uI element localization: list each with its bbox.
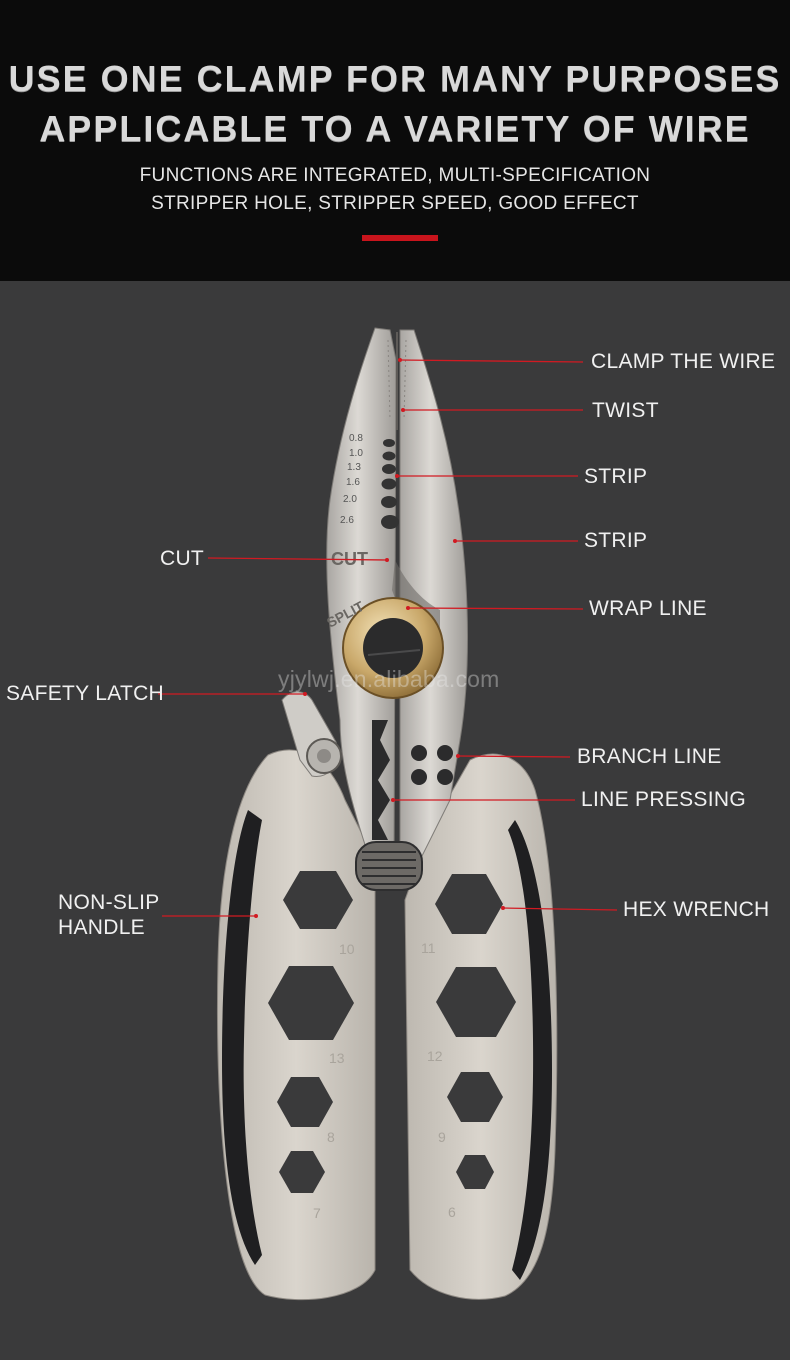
hex-size-9: 9 bbox=[438, 1129, 446, 1145]
strip-size-5: 2.6 bbox=[340, 515, 354, 526]
hex-hole-11 bbox=[435, 874, 503, 934]
hex-hole-12 bbox=[436, 967, 516, 1037]
strip-size-0: 0.8 bbox=[349, 433, 363, 444]
callout-strip-1: STRIP bbox=[584, 465, 648, 488]
strip-size-2: 1.3 bbox=[347, 462, 361, 473]
plier-head bbox=[281, 327, 468, 891]
hex-size-11: 11 bbox=[421, 940, 436, 956]
callout-branch-line: BRANCH LINE bbox=[577, 745, 722, 768]
hex-hole-10 bbox=[283, 871, 353, 929]
strip-size-labels: 0.8 1.0 1.3 1.6 2.0 2.6 bbox=[340, 433, 363, 526]
callout-hex-wrench: HEX WRENCH bbox=[623, 898, 770, 921]
hex-hole-8 bbox=[277, 1077, 333, 1127]
subtitle-line-1: FUNCTIONS ARE INTEGRATED, MULTI-SPECIFIC… bbox=[139, 165, 651, 186]
callout-strip-2: STRIP bbox=[584, 529, 648, 552]
hex-size-labels: 10 13 8 7 11 12 9 6 bbox=[313, 940, 456, 1221]
left-handle bbox=[217, 749, 376, 1301]
subtitle-line-2: STRIPPER HOLE, STRIPPER SPEED, GOOD EFFE… bbox=[151, 193, 639, 214]
right-handle bbox=[404, 753, 558, 1300]
headline-line-1: USE ONE CLAMP FOR MANY PURPOSES bbox=[8, 58, 782, 99]
hex-size-13: 13 bbox=[329, 1050, 345, 1066]
hex-size-12: 12 bbox=[427, 1048, 443, 1064]
right-grip bbox=[508, 820, 552, 1280]
hex-hole-7 bbox=[279, 1151, 325, 1193]
strip-size-3: 1.6 bbox=[346, 477, 360, 488]
strip-size-4: 2.0 bbox=[343, 494, 357, 505]
callout-clamp-the-wire: CLAMP THE WIRE bbox=[591, 350, 776, 373]
callout-twist: TWIST bbox=[592, 399, 659, 422]
hex-hole-13 bbox=[268, 966, 354, 1040]
callout-line-pressing: LINE PRESSING bbox=[581, 788, 746, 811]
watermark: yjylwj.en.alibaba.com bbox=[278, 666, 500, 692]
accent-divider bbox=[362, 235, 438, 241]
callout-safety-latch: SAFETY LATCH bbox=[6, 682, 165, 705]
leader-lines bbox=[158, 358, 618, 918]
hex-size-6: 6 bbox=[448, 1204, 456, 1220]
callout-non-slip-line-1: NON-SLIP bbox=[58, 891, 160, 914]
callout-non-slip-line-2: HANDLE bbox=[58, 916, 145, 939]
hex-size-10: 10 bbox=[339, 941, 355, 957]
header-banner: USE ONE CLAMP FOR MANY PURPOSES APPLICAB… bbox=[0, 0, 790, 281]
callout-wrap-line: WRAP LINE bbox=[589, 597, 707, 620]
callout-cut: CUT bbox=[160, 547, 205, 570]
hex-hole-9 bbox=[447, 1072, 503, 1122]
left-grip bbox=[222, 810, 262, 1265]
strip-size-1: 1.0 bbox=[349, 448, 363, 459]
headline-line-2: APPLICABLE TO A VARIETY OF WIRE bbox=[39, 108, 751, 149]
hex-size-8: 8 bbox=[327, 1129, 335, 1145]
spring bbox=[355, 841, 423, 891]
hex-size-7: 7 bbox=[313, 1205, 321, 1221]
hex-hole-6 bbox=[456, 1155, 494, 1189]
